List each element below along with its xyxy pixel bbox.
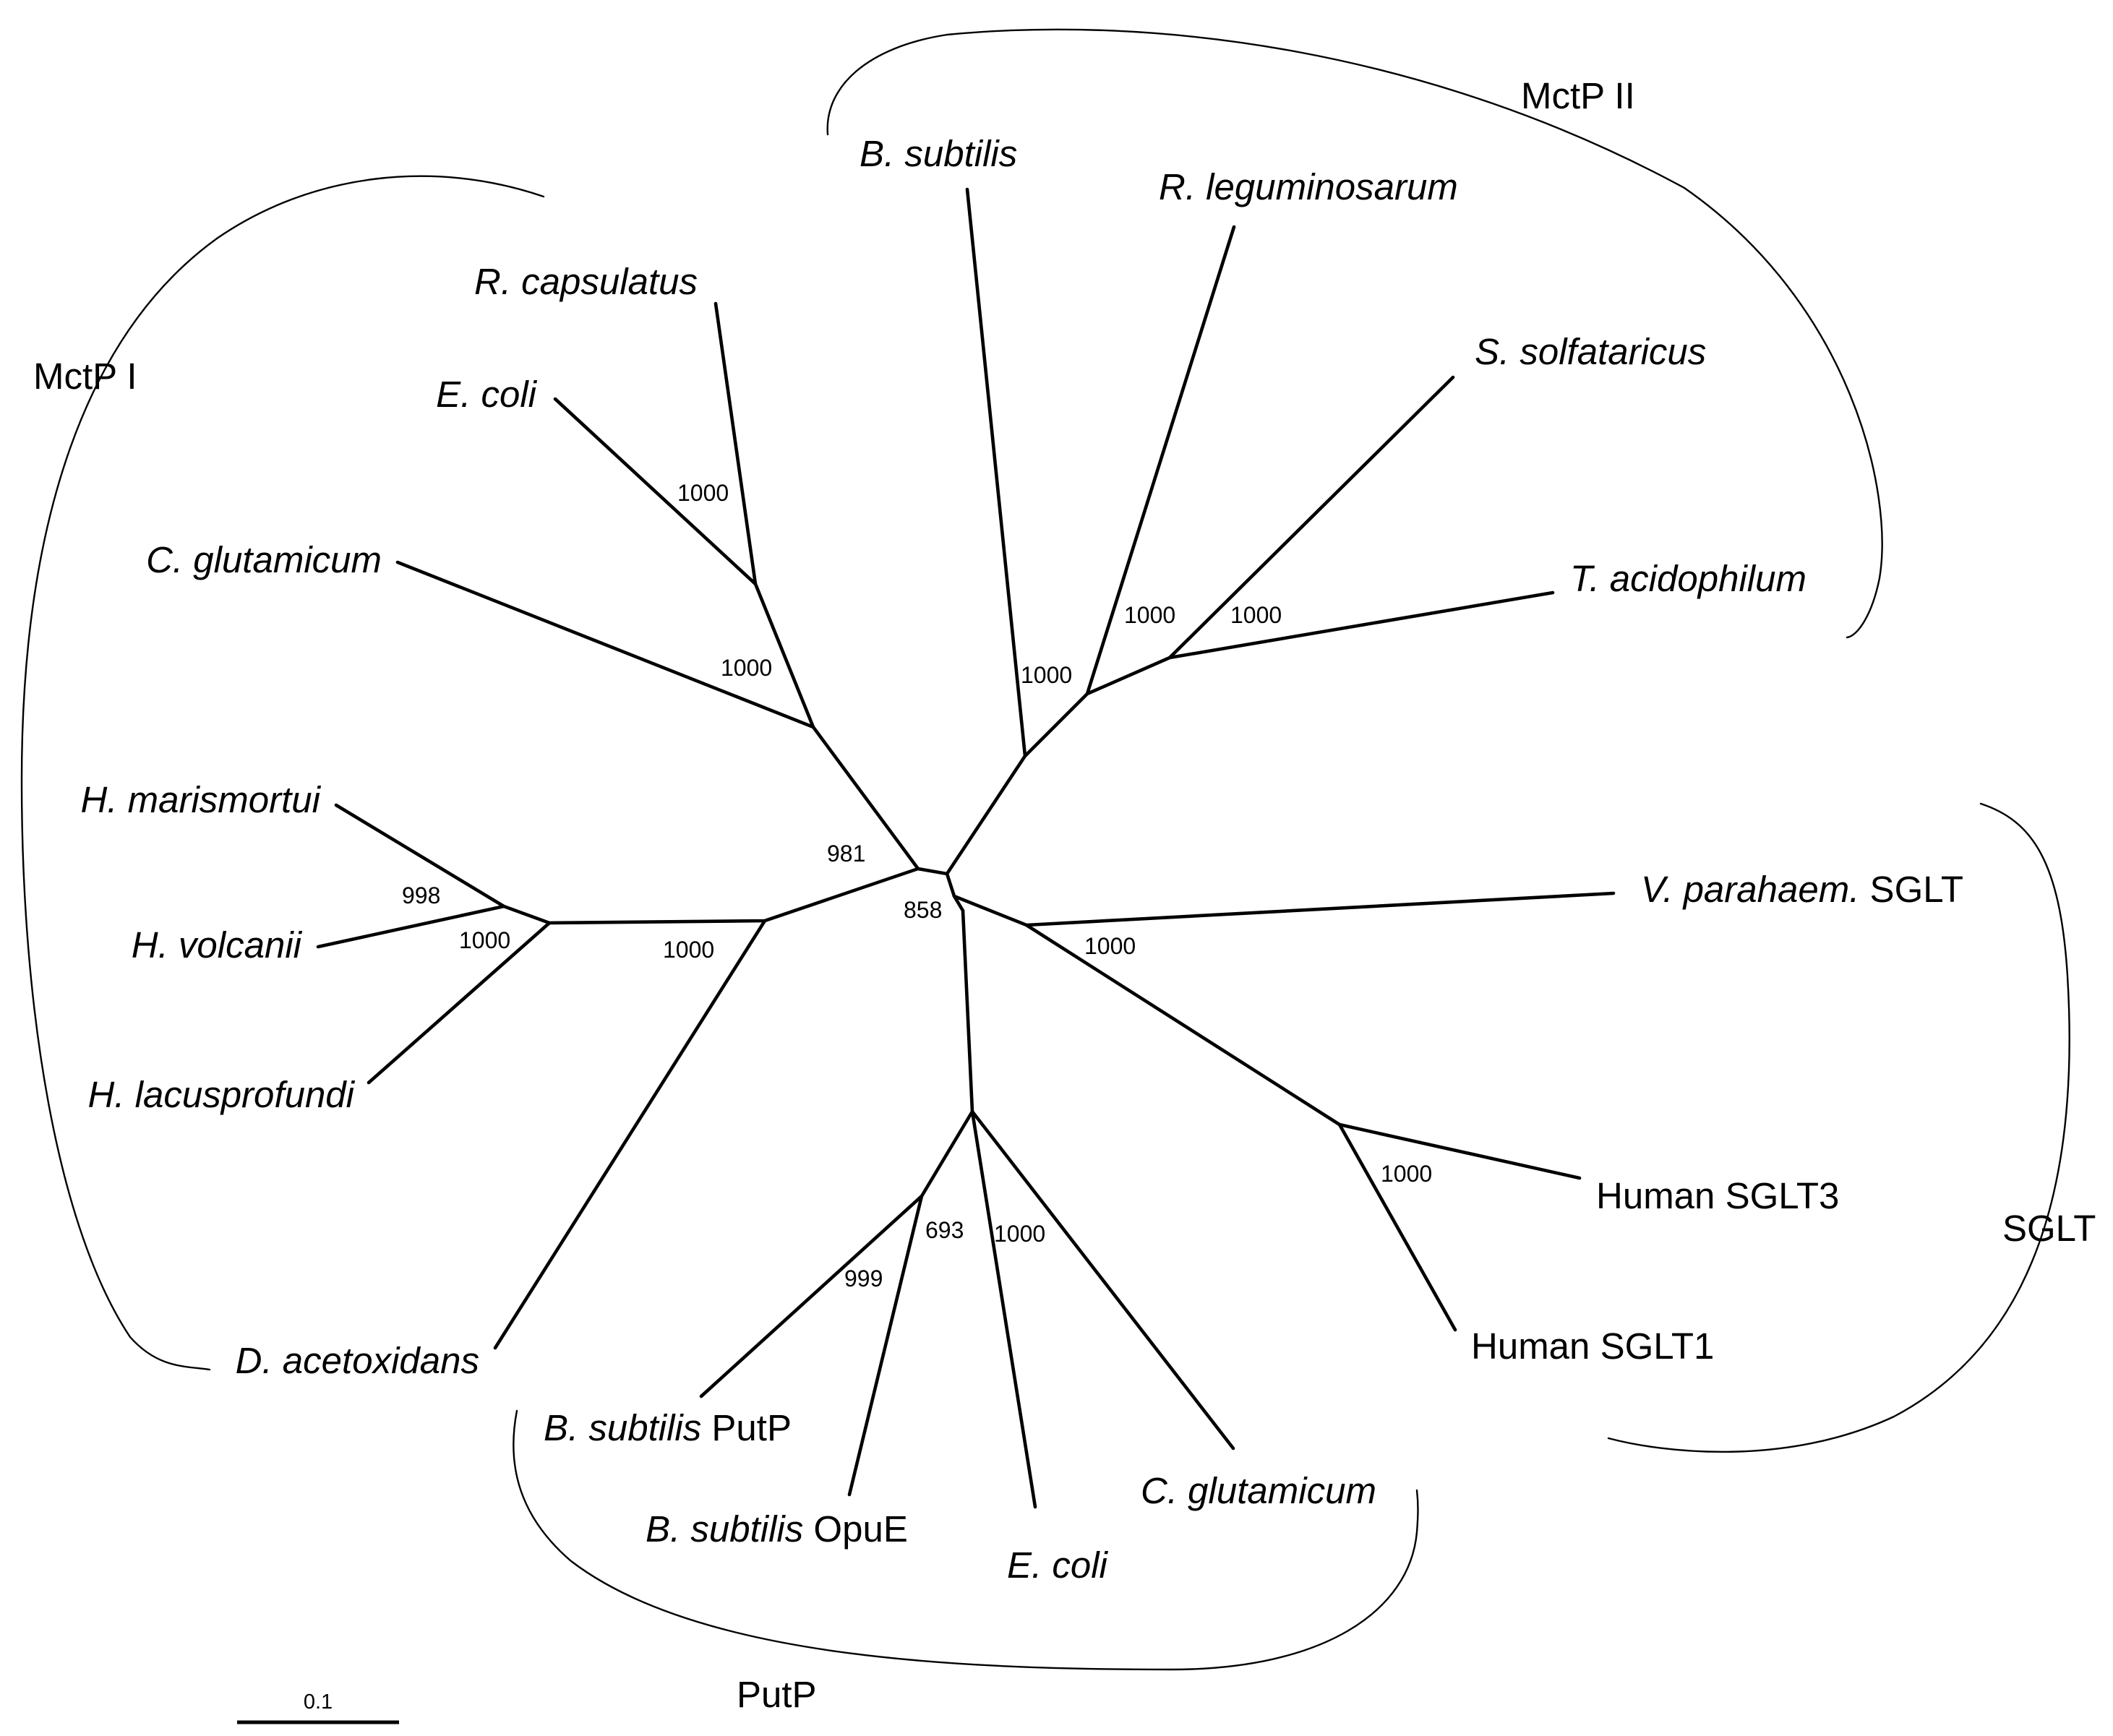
branch-s-solfataricus — [1167, 375, 1455, 660]
support-putp-opue: 693 — [925, 1217, 964, 1243]
branch-b-subtilis-opue — [847, 1194, 924, 1497]
label-human-sglt3: Human SGLT3 — [1596, 1175, 1839, 1216]
branch-c-glutamicum-mctp1 — [395, 560, 815, 729]
sglt-bracket — [1607, 802, 2070, 1453]
label-d-acetoxidans: D. acetoxidans — [236, 1340, 479, 1381]
bootstrap-values: 1000 1000 981 858 998 1000 1000 1000 100… — [402, 480, 1432, 1292]
scale-bar: 0.1 — [237, 1690, 399, 1724]
support-putp-bsub: 999 — [844, 1266, 883, 1292]
label-t-acidophilum: T. acidophilum — [1570, 558, 1806, 599]
clade-label-sglt: SGLT — [2002, 1208, 2096, 1249]
label-c-glutamicum-mctp1: C. glutamicum — [146, 539, 382, 580]
branch-haloarchaea-stem — [547, 867, 920, 925]
support-rcaps-ecoli: 1000 — [677, 480, 729, 506]
branch-r-leguminosarum — [1085, 225, 1236, 696]
label-human-sglt1: Human SGLT1 — [1471, 1325, 1714, 1367]
support-halo-pair: 998 — [402, 882, 440, 908]
branch-putp-stem — [699, 908, 974, 1398]
branch-c-glutamicum-putp — [970, 1109, 1235, 1451]
label-h-marismortui: H. marismortui — [80, 779, 321, 820]
branch-sglt-stem — [952, 891, 1616, 927]
label-b-subtilis-putp: B. subtilis PutP — [544, 1407, 792, 1448]
label-h-volcanii: H. volcanii — [132, 924, 303, 966]
support-putp-ecoli-cglut: 1000 — [994, 1221, 1045, 1247]
label-c-glutamicum-putp: C. glutamicum — [1141, 1470, 1376, 1511]
mctp2-bracket — [826, 28, 1883, 639]
label-s-solfataricus: S. solfataricus — [1475, 331, 1706, 372]
support-mctp2-rleg: 1000 — [1124, 602, 1175, 628]
mctp1-bracket — [20, 175, 545, 1371]
support-center: 858 — [904, 897, 942, 923]
support-sso-tac: 1000 — [1230, 602, 1282, 628]
support-mctp1-root: 981 — [827, 841, 865, 867]
support-halo-clade: 1000 — [459, 927, 510, 953]
support-sglt: 1000 — [1084, 933, 1136, 959]
branch-e-coli-mctp1 — [553, 397, 758, 586]
branch-halo-pair — [334, 803, 552, 925]
clade-label-putp: PutP — [737, 1674, 817, 1715]
scale-bar-label: 0.1 — [304, 1690, 333, 1714]
branch-b-subtilis-mctp2 — [965, 187, 1027, 758]
support-mctp1-cglut: 1000 — [721, 655, 772, 681]
label-r-leguminosarum: R. leguminosarum — [1159, 166, 1458, 207]
tree-branches — [316, 187, 1616, 1509]
branch-human-sglt — [1024, 923, 1582, 1180]
putp-bracket — [513, 1409, 1419, 1671]
branch-e-coli-putp — [970, 1109, 1037, 1509]
label-r-capsulatus: R. capsulatus — [474, 261, 698, 302]
clade-labels: MctP I MctP II SGLT PutP — [33, 75, 2096, 1715]
branch-human-sglt1 — [1337, 1122, 1457, 1332]
support-mctp2-bsub: 1000 — [1021, 662, 1072, 688]
branch-mctp1-stem — [713, 301, 920, 871]
label-v-parahaem-sglt: V. parahaem. SGLT — [1641, 869, 1963, 910]
label-e-coli-mctp1: E. coli — [436, 374, 538, 415]
label-b-subtilis-opue: B. subtilis OpuE — [646, 1508, 908, 1550]
label-h-lacusprofundi: H. lacusprofundi — [87, 1074, 355, 1115]
clade-brackets — [20, 28, 2070, 1671]
support-human-sglt: 1000 — [1381, 1161, 1432, 1187]
clade-label-mctp2: MctP II — [1521, 75, 1635, 116]
branch-h-lacusprofundi — [367, 921, 552, 1085]
taxon-labels: R. capsulatus E. coli C. glutamicum H. m… — [80, 133, 1963, 1586]
branch-d-acetoxidans — [493, 919, 767, 1350]
branch-mctp2-stem — [945, 590, 1555, 876]
label-e-coli-putp: E. coli — [1007, 1544, 1109, 1586]
branch-h-volcanii — [316, 904, 506, 949]
branch-center — [916, 867, 965, 913]
clade-label-mctp1: MctP I — [33, 356, 137, 397]
label-b-subtilis-mctp2: B. subtilis — [860, 133, 1017, 174]
support-mctp1-dacet: 1000 — [663, 937, 714, 963]
